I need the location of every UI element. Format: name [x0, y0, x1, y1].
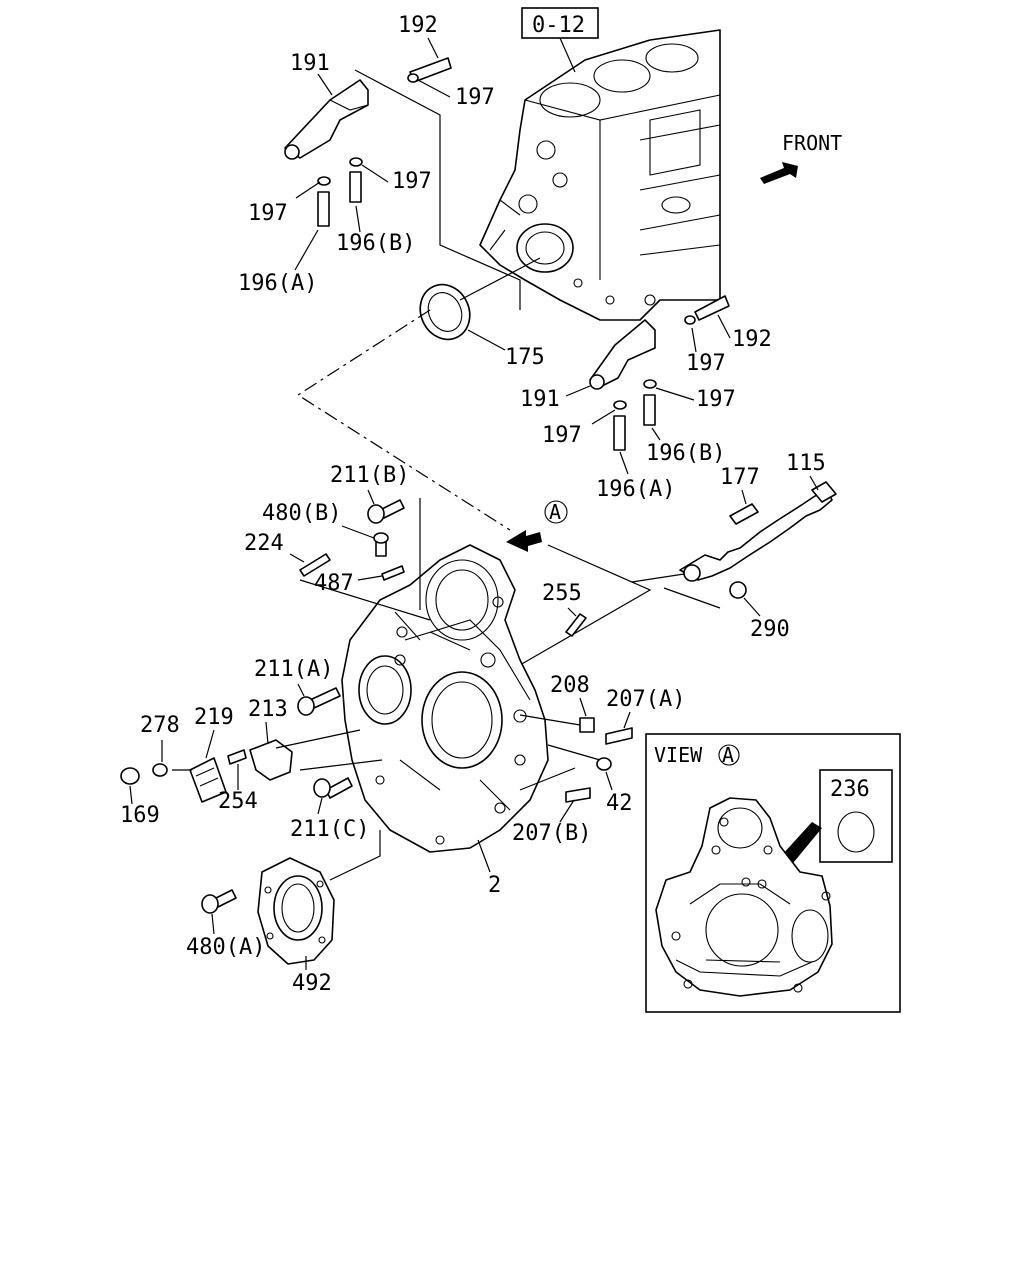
part-208: 208	[550, 673, 590, 698]
part-2: 2	[488, 873, 501, 898]
view-a-title-marker: A	[722, 743, 734, 767]
right-bracket-assembly	[589, 295, 730, 451]
part-255: 255	[542, 581, 582, 606]
part-191-right: 191	[520, 387, 560, 412]
part-169: 169	[120, 803, 160, 828]
part-197-d: 197	[686, 351, 726, 376]
part-211c: 211(C)	[290, 817, 369, 842]
part-290: 290	[750, 617, 790, 642]
part-192-top: 192	[398, 13, 438, 38]
view-a-title: VIEW	[654, 743, 703, 767]
part-175: 175	[505, 345, 545, 370]
engine-block	[479, 29, 721, 321]
part-115: 115	[786, 451, 826, 476]
view-direction-arrow-icon	[506, 530, 542, 552]
reference-box	[521, 7, 599, 39]
front-arrow-icon	[760, 162, 798, 184]
part-196a-top: 196(A)	[238, 271, 317, 296]
part-492: 492	[292, 971, 332, 996]
part-487: 487	[314, 571, 354, 596]
part-197-a: 197	[455, 85, 495, 110]
part-278: 278	[140, 713, 180, 738]
part-236: 236	[830, 777, 870, 802]
part-219: 219	[194, 705, 234, 730]
part-191-top: 191	[290, 51, 330, 76]
part-197-c: 197	[248, 201, 288, 226]
rear-cover-492	[201, 857, 335, 965]
part-177: 177	[720, 465, 760, 490]
reference-box-label: 0-12	[532, 13, 585, 38]
part-211a: 211(A)	[254, 657, 333, 682]
part-211b: 211(B)	[330, 463, 409, 488]
top-bracket-assembly	[284, 57, 521, 310]
flywheel-housing	[299, 498, 549, 853]
part-196b-right: 196(B)	[646, 441, 725, 466]
left-small-parts	[120, 729, 383, 803]
view-a-marker: A	[549, 500, 561, 524]
part-192-right: 192	[732, 327, 772, 352]
oil-seal-175	[419, 257, 541, 341]
part-42: 42	[606, 791, 633, 816]
part-480b: 480(B)	[262, 501, 341, 526]
part-196a-right: 196(A)	[596, 477, 675, 502]
part-197-e: 197	[696, 387, 736, 412]
part-254: 254	[218, 789, 258, 814]
part-197-b: 197	[392, 169, 432, 194]
part-196b-top: 196(B)	[336, 231, 415, 256]
part-213: 213	[248, 697, 288, 722]
view-a-panel: VIEW A 236	[645, 733, 901, 1013]
part-480a: 480(A)	[186, 935, 265, 960]
front-label: FRONT	[782, 131, 842, 155]
part-197-f: 197	[542, 423, 582, 448]
speed-sensor-harness	[631, 481, 837, 609]
part-207a: 207(A)	[606, 687, 685, 712]
part-224: 224	[244, 531, 284, 556]
part-207b: 207(B)	[512, 821, 591, 846]
